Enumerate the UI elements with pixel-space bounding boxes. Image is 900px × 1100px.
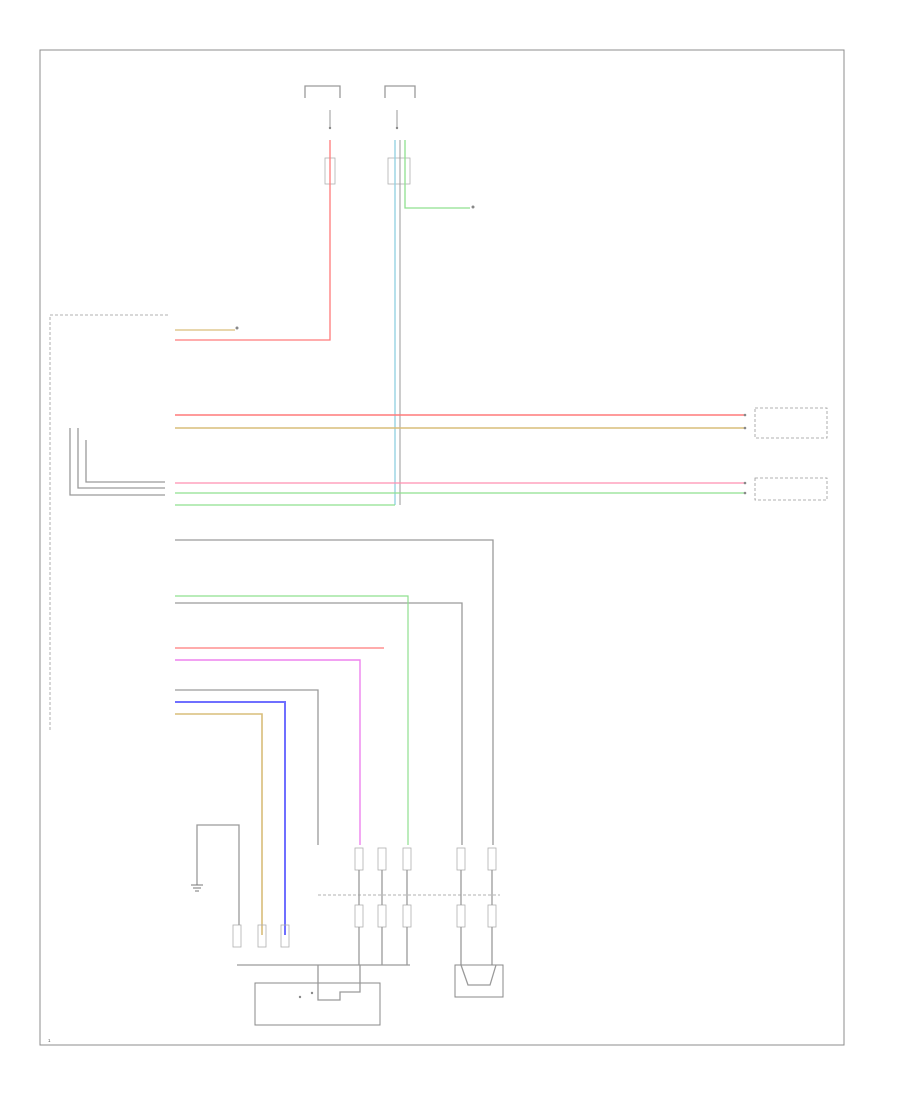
wire-blue	[175, 701, 286, 935]
module-bracket-1	[69, 428, 165, 496]
motor-component-box	[454, 964, 504, 998]
top-connector	[324, 157, 411, 185]
right-connector-lower	[743, 477, 828, 501]
wire-magenta-1	[175, 659, 361, 845]
ground-icon	[191, 824, 240, 925]
reference-mark: 1	[48, 1038, 51, 1043]
wire-lower-cont-1	[358, 870, 493, 905]
right-connector-upper	[743, 407, 828, 439]
wire-red-riser	[175, 140, 331, 341]
wire-gray-2	[175, 602, 463, 845]
module-bracket-2	[77, 428, 165, 489]
wire-green-power	[404, 140, 470, 209]
wire-gray-3	[175, 689, 319, 845]
wire-gray-1	[175, 539, 494, 845]
wire-lower-cont-2	[358, 927, 493, 965]
bottom-component-box	[254, 965, 381, 1026]
ground-tap	[235, 326, 239, 330]
inline-connector-1	[354, 847, 497, 871]
power-distribution-node	[471, 205, 475, 209]
fuse-box-top	[304, 85, 416, 130]
inline-connector-2	[232, 904, 497, 948]
wire-green-lower	[175, 595, 409, 845]
module-bracket-3	[85, 440, 165, 483]
module-boundary	[49, 314, 170, 730]
diagram-frame	[39, 49, 845, 1046]
wire-tan-lower	[175, 713, 263, 935]
